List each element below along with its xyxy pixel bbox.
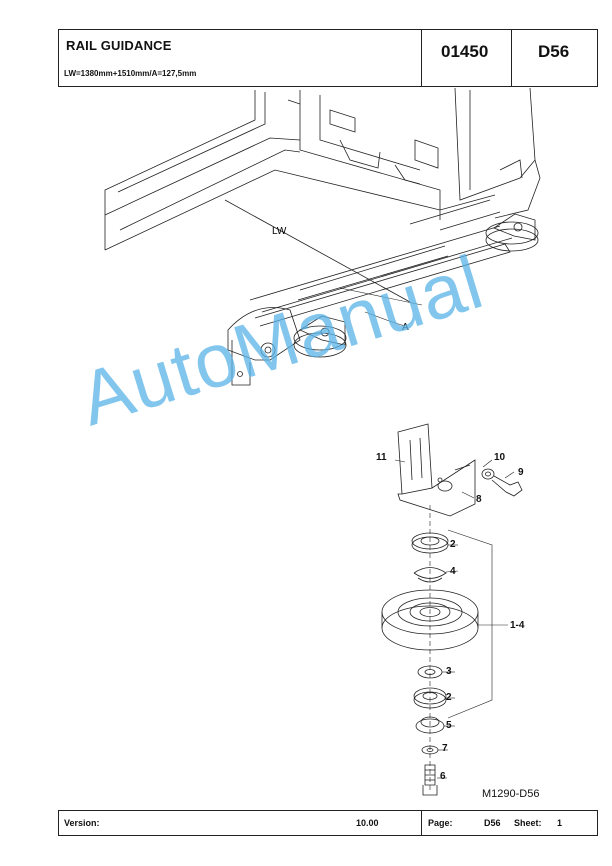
part-group-number: 01450 [441,42,489,61]
page-title: RAIL GUIDANCE [66,38,172,53]
callout-label: 2 [446,692,452,703]
dimension-lines [224,199,423,327]
callout-label: 10 [494,452,506,463]
dimension-label-a: A [402,322,409,333]
footer-box [58,810,598,836]
callout-label: 2 [450,539,456,550]
exploded-assembly [381,423,523,796]
version-value: 10.00 [356,818,379,828]
footer-divider [421,810,422,836]
figure-id: M1290-D56 [482,788,540,800]
rail-beams [249,199,513,327]
callout-label: 9 [518,467,524,478]
header-divider [421,29,422,87]
callout-label: 7 [442,743,448,754]
callout-label: 4 [450,566,456,577]
callout-label: 3 [446,666,452,677]
dimension-label-lw: LW [272,226,287,237]
callout-label: 5 [446,720,452,731]
sheet-label: Sheet: [514,818,542,828]
section-code: D56 [538,42,570,61]
header-divider [511,29,512,87]
version-label: Version: [64,818,100,828]
callout-label: 8 [476,494,482,505]
right-wheel-assembly [485,213,539,252]
header-box [58,29,598,87]
left-wheel-assembly [227,307,347,386]
chassis-frame [104,88,541,251]
callout-label: 11 [376,452,387,463]
technical-drawing: LW A [104,88,541,796]
sheet-value: 1 [557,818,563,828]
page-value: D56 [484,818,501,828]
callout-label: 6 [440,771,446,782]
callout-label: 1-4 [510,620,525,631]
page-label: Page: [428,818,453,828]
page-subtitle: LW=1380mm+1510mm/A=127,5mm [64,69,197,78]
